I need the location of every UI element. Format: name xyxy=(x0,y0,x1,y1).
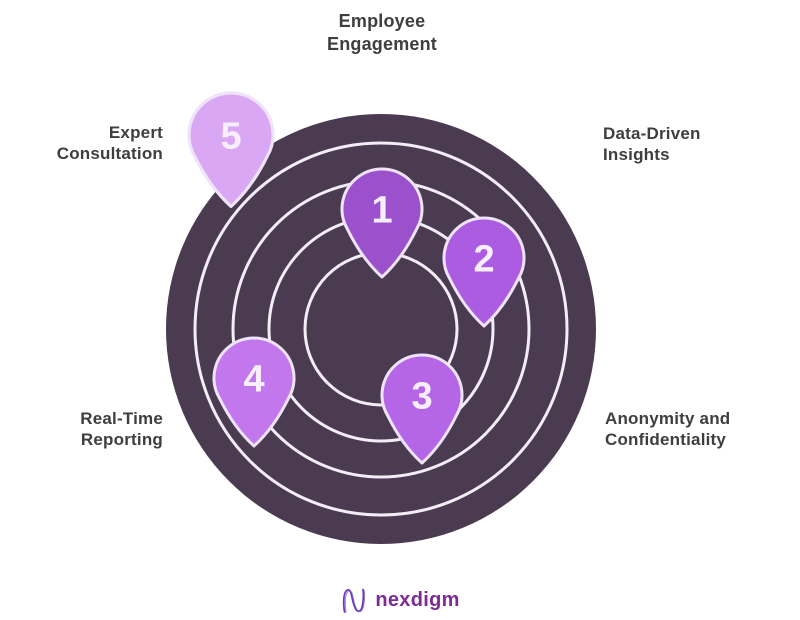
label-line: Confidentiality xyxy=(605,430,727,449)
pin-marker-1: 1 xyxy=(340,167,424,279)
brand-footer: nexdigm xyxy=(0,585,800,615)
pin-marker-5: 5 xyxy=(187,91,275,208)
label-line: Consultation xyxy=(56,144,163,163)
pin-marker-4: 4 xyxy=(212,336,296,448)
pin-marker-3: 3 xyxy=(380,353,464,465)
label-expert-consultation: Expert Consultation xyxy=(57,122,163,164)
label-line: Real-Time xyxy=(80,409,163,428)
pin-number-5: 5 xyxy=(220,116,241,158)
label-line: Data-Driven xyxy=(603,124,701,143)
brand-name: nexdigm xyxy=(375,588,460,611)
label-anonymity-confidentiality: Anonymity and Confidentiality xyxy=(605,408,730,450)
label-line: Reporting xyxy=(80,430,163,449)
pin-shape-1 xyxy=(340,167,424,279)
pin-shape-2 xyxy=(442,216,526,328)
label-line: Insights xyxy=(603,145,670,164)
pin-number-1: 1 xyxy=(371,190,392,232)
pin-shape-5 xyxy=(187,91,275,208)
ring-circle-1 xyxy=(193,141,569,517)
pin-marker-2: 2 xyxy=(442,216,526,328)
label-line: Anonymity and xyxy=(605,409,731,428)
label-data-driven-insights: Data-Driven Insights xyxy=(603,123,701,165)
pin-number-4: 4 xyxy=(243,359,264,401)
label-real-time-reporting: Real-Time Reporting xyxy=(80,408,163,450)
pin-number-2: 2 xyxy=(473,239,494,281)
pin-number-3: 3 xyxy=(411,376,432,418)
label-line: Employee xyxy=(338,11,426,31)
label-line: Engagement xyxy=(326,34,438,54)
label-employee-engagement: Employee Engagement xyxy=(282,10,482,56)
nexdigm-logo-icon xyxy=(343,588,366,614)
pin-shape-4 xyxy=(212,336,296,448)
label-line: Expert xyxy=(108,123,163,142)
pin-shape-3 xyxy=(380,353,464,465)
